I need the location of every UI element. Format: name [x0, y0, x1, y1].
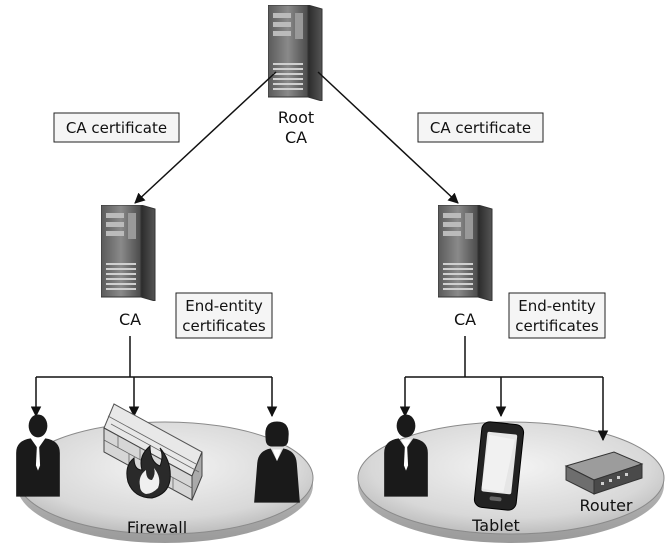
left-ca-certificate-label: CA certificate: [66, 119, 167, 137]
firewall-icon: [103, 403, 203, 501]
tablet-label: Tablet: [471, 516, 520, 535]
root-ca-label-line1: Root: [278, 108, 314, 127]
left-ca-server-icon: [101, 205, 156, 301]
right-ca-server-icon: [438, 205, 493, 301]
root-to-left-ca-arrow: [134, 71, 277, 204]
root-ca-label-line2: CA: [285, 128, 307, 147]
left-distribution-lines: [30, 336, 278, 418]
right-ca-label: CA: [454, 310, 476, 329]
tablet-icon: [473, 421, 525, 511]
left-end-entity-box: End-entity certificates: [175, 292, 273, 339]
firewall-label: Firewall: [127, 518, 187, 537]
right-ca-certificate-box: CA certificate: [417, 112, 544, 143]
user-man-icon: [384, 414, 428, 497]
right-end-entity-label-line1: End-entity: [518, 297, 596, 315]
left-ca-certificate-box: CA certificate: [53, 112, 180, 143]
right-end-entity-label-line2: certificates: [515, 317, 599, 335]
left-end-entity-label-line1: End-entity: [185, 297, 263, 315]
router-label: Router: [579, 496, 632, 515]
left-ca-label: CA: [119, 310, 141, 329]
user-woman-icon: [254, 421, 300, 503]
left-end-entity-label-line2: certificates: [182, 317, 266, 335]
right-ca-certificate-label: CA certificate: [430, 119, 531, 137]
root-to-right-ca-arrow: [317, 71, 459, 204]
user-man-icon: [16, 414, 60, 497]
router-icon: [564, 451, 644, 495]
right-end-entity-box: End-entity certificates: [508, 292, 606, 339]
right-distribution-lines: [399, 336, 609, 442]
root-ca-server-icon: [268, 5, 323, 101]
